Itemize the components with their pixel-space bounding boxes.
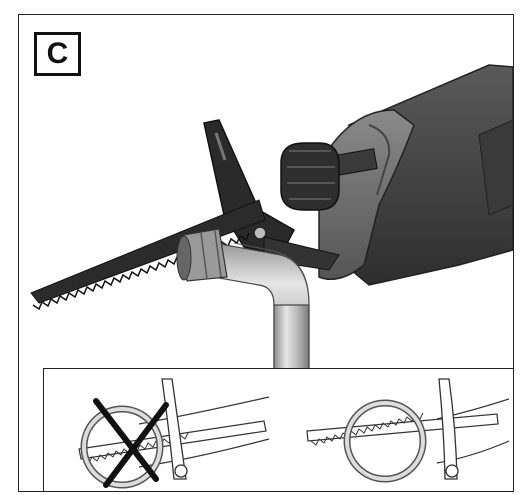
inset-correct [287,368,513,491]
saw-illustration [30,64,513,371]
figure-label-text: C [46,37,69,70]
saw-body [318,64,513,286]
pipe [176,228,310,371]
inset-incorrect-drawing [78,378,270,489]
figure-frame: C [18,14,514,492]
figure-label: C [34,32,81,76]
cross-icon [93,398,169,488]
inset-incorrect [43,368,289,491]
blade-clamp [280,142,378,211]
inset-correct-drawing [306,378,510,483]
